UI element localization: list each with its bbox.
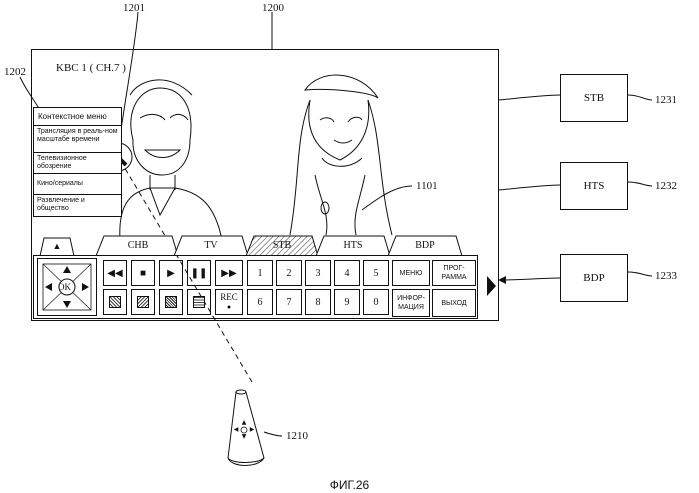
number-button[interactable]: 1: [247, 260, 273, 286]
context-menu-item[interactable]: Телевизионное обозрение: [34, 153, 121, 174]
ref-1202: 1202: [4, 66, 26, 78]
context-menu-item[interactable]: Трансляция в реаль-ном масштабе времени: [34, 126, 121, 153]
number-button[interactable]: 7: [276, 289, 302, 315]
rewind-button[interactable]: ◀◀: [103, 260, 127, 286]
device-box-stb: STB: [560, 74, 628, 122]
number-button[interactable]: 6: [247, 289, 273, 315]
channel-label: KBC 1 ( CH.7 ): [56, 62, 126, 74]
number-button[interactable]: 2: [276, 260, 302, 286]
svg-text:▲: ▲: [242, 419, 247, 426]
number-button[interactable]: 3: [305, 260, 331, 286]
svg-text:▼: ▼: [242, 433, 247, 440]
rec-dot-icon: ●: [227, 302, 231, 312]
context-menu-item[interactable]: Развлечение и общество: [34, 195, 121, 217]
figure-caption: ФИГ.26: [0, 478, 699, 492]
context-menu: Контекстное меню Трансляция в реаль-ном …: [33, 107, 122, 217]
tab-up[interactable]: ▲: [37, 241, 77, 251]
ref-1201: 1201: [123, 2, 145, 14]
color-button-2[interactable]: [131, 289, 155, 315]
number-button[interactable]: 0: [363, 289, 389, 315]
color-button-1[interactable]: [103, 289, 127, 315]
program-button[interactable]: ПРОГ-РАММА: [432, 260, 476, 286]
stop-button[interactable]: ■: [131, 260, 155, 286]
rec-button[interactable]: REC ●: [215, 289, 243, 315]
dpad[interactable]: OK: [37, 258, 97, 316]
rec-label: REC: [220, 292, 238, 302]
device-box-bdp: BDP: [560, 254, 628, 302]
context-menu-item[interactable]: Кино/сериалы: [34, 174, 121, 195]
ref-1231: 1231: [655, 94, 677, 106]
exit-button[interactable]: ВЫХОД: [432, 289, 476, 317]
hatch-icon: [137, 296, 149, 308]
ok-label: OK: [58, 282, 71, 292]
hatch-icon: [193, 296, 205, 308]
menu-button[interactable]: МЕНЮ: [392, 260, 430, 286]
number-button[interactable]: 8: [305, 289, 331, 315]
hatch-icon: [165, 296, 177, 308]
tab-chb[interactable]: CHB: [118, 240, 158, 251]
ref-1232: 1232: [655, 180, 677, 192]
tab-stb[interactable]: STB: [262, 240, 302, 251]
play-button[interactable]: ▶: [159, 260, 183, 286]
ref-1200: 1200: [262, 2, 284, 14]
svg-text:▶: ▶: [250, 426, 255, 433]
svg-text:◀: ◀: [234, 426, 239, 433]
pause-button[interactable]: ❚❚: [187, 260, 211, 286]
context-menu-title: Контекстное меню: [34, 108, 121, 126]
number-button[interactable]: 9: [334, 289, 360, 315]
ref-1233: 1233: [655, 270, 677, 282]
color-button-4[interactable]: [187, 289, 211, 315]
color-button-3[interactable]: [159, 289, 183, 315]
device-box-hts: HTS: [560, 162, 628, 210]
next-page-button[interactable]: [480, 258, 498, 318]
ref-1210: 1210: [286, 430, 308, 442]
tab-bdp[interactable]: BDP: [405, 240, 445, 251]
hatch-icon: [109, 296, 121, 308]
tab-hts[interactable]: HTS: [333, 240, 373, 251]
info-button[interactable]: ИНФОР-МАЦИЯ: [392, 289, 430, 317]
tab-tv[interactable]: TV: [191, 240, 231, 251]
number-button[interactable]: 5: [363, 260, 389, 286]
fast-forward-button[interactable]: ▶▶: [215, 260, 243, 286]
number-button[interactable]: 4: [334, 260, 360, 286]
